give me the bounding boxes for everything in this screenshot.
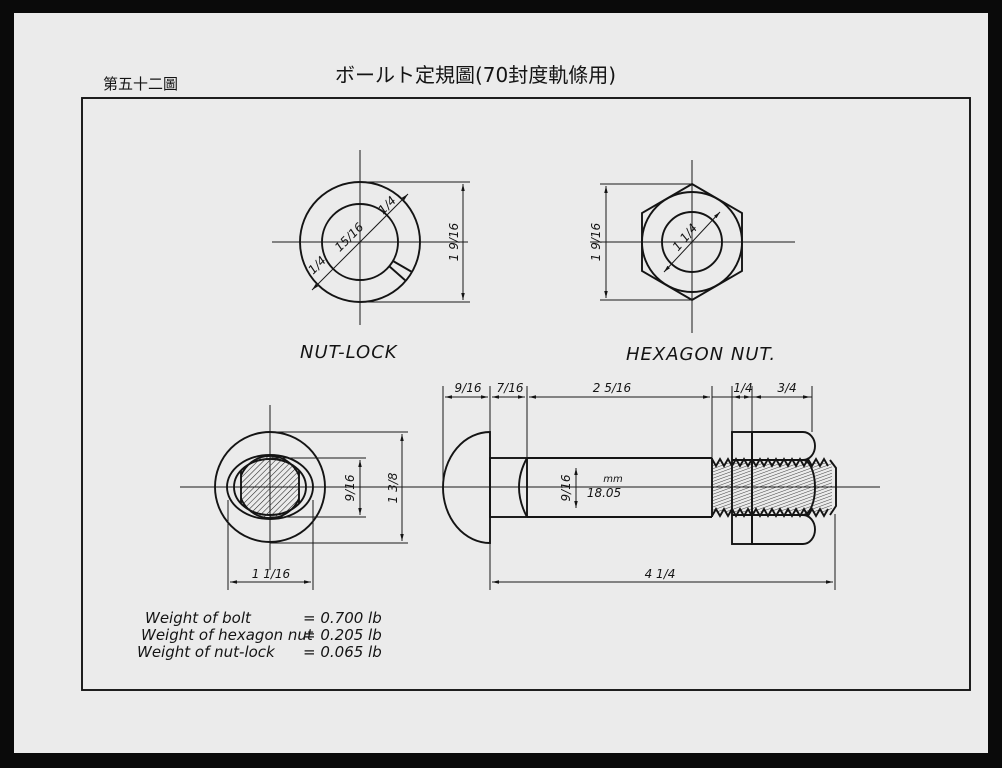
nut-lock-thickness-text: 1/4 (733, 381, 752, 395)
nut-face-bottom (751, 514, 816, 545)
nut-lock-label: NUT-LOCK (300, 342, 398, 363)
neck-width-text: 9/16 (343, 474, 357, 501)
drawing-frame (81, 97, 971, 691)
weight-value: = 0.700 lb (303, 609, 382, 627)
weights-table: Weight of bolt = 0.700 lb Weight of hexa… (137, 609, 382, 661)
weight-value: = 0.205 lb (303, 626, 382, 644)
shank-metric-unit-text: mm (603, 474, 623, 485)
head-width-text: 1 1/16 (252, 567, 291, 581)
neck-transition-curve (518, 457, 528, 518)
paper (14, 13, 988, 753)
hexagon-height-text: 1 9/16 (589, 222, 603, 261)
shank-diameter-text: 9/16 (559, 474, 573, 501)
shank-length-text: 2 5/16 (593, 381, 632, 395)
thread-end-chamfer (829, 459, 837, 516)
nut-lock-outer-diameter-text: 1 9/16 (447, 222, 461, 261)
neck-length-text: 7/16 (497, 381, 524, 395)
overall-length-text: 4 1/4 (645, 567, 676, 581)
page-title: ボールト定規圖(70封度軌條用) (335, 63, 616, 87)
head-oval-outer (226, 454, 314, 520)
hexagon-nut-label: HEXAGON NUT. (626, 344, 776, 365)
bolt-side-view: 9/16 mm 18.05 9/16 7/16 2 5/16 1/4 3/4 4… (442, 381, 837, 590)
figure-number: 第五十二圖 (103, 75, 178, 93)
hexagon-chamfer-circle (641, 191, 743, 293)
shank-metric-diameter-text: 18.05 (587, 486, 621, 500)
weight-label: Weight of bolt (145, 609, 252, 627)
head-length-text: 9/16 (455, 381, 482, 395)
shank-section-hatched (241, 455, 299, 519)
weight-label: Weight of nut-lock (137, 643, 276, 661)
nut-thickness-text: 3/4 (777, 381, 796, 395)
bolt-neck (489, 457, 528, 518)
weight-label: Weight of hexagon nut (141, 626, 314, 644)
nut-lock-diameter-dimension (311, 193, 409, 291)
hexagon-diameter-dimension (663, 211, 721, 273)
weight-value: = 0.065 lb (303, 643, 382, 661)
head-diameter-text: 1 3/8 (386, 472, 400, 503)
bolt-head-end-view: 9/16 1 3/8 1 1/16 (214, 405, 408, 590)
bolt-head-dome (442, 431, 491, 544)
